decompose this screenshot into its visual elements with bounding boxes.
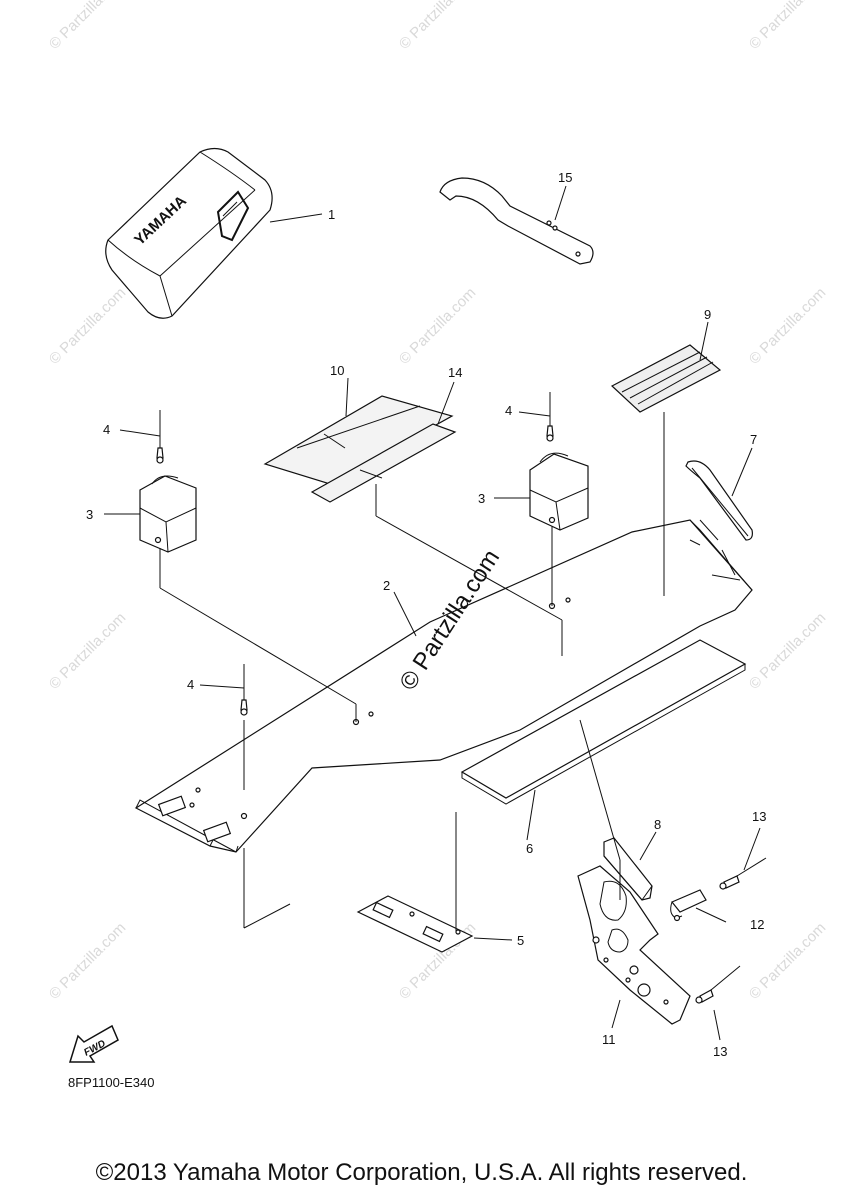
diagram-code: 8FP1100-E340 — [68, 1075, 155, 1090]
callout-2: 2 — [383, 578, 390, 593]
watermark: © Partzilla.com — [746, 284, 829, 367]
callout-12: 12 — [750, 917, 764, 932]
callout-7: 7 — [750, 432, 757, 447]
part-10-sticker — [263, 395, 454, 485]
part-4-rivet-b — [546, 392, 554, 442]
callout-3b: 3 — [478, 491, 485, 506]
watermark: © Partzilla.com — [46, 919, 129, 1002]
callout-14: 14 — [448, 365, 462, 380]
part-5-plate — [356, 895, 474, 953]
watermark: © Partzilla.com — [46, 609, 129, 692]
watermark: © Partzilla.com — [746, 0, 829, 53]
watermark: © Partzilla.com — [46, 0, 129, 53]
part-11-plate — [577, 865, 691, 1025]
callouts: 1 15 10 14 9 7 4 4 3 3 2 4 6 8 13 12 5 1… — [86, 170, 766, 1059]
watermark: © Partzilla.com — [396, 284, 479, 367]
callout-11: 11 — [602, 1032, 616, 1047]
part-7-rod — [685, 460, 753, 541]
part-2-tray — [134, 519, 753, 853]
fwd-arrow-icon: FWD — [68, 1024, 119, 1063]
watermark: © Partzilla.com — [746, 609, 829, 692]
callout-10: 10 — [330, 363, 344, 378]
part-4-rivet-a — [156, 410, 164, 464]
callout-1: 1 — [328, 207, 335, 222]
part-13-rivet-b — [695, 965, 741, 1004]
part-3-bracket-left — [139, 475, 197, 553]
watermark: © Partzilla.com — [396, 0, 479, 53]
callout-13a: 13 — [752, 809, 766, 824]
callout-5: 5 — [517, 933, 524, 948]
callout-4b: 4 — [505, 403, 512, 418]
callout-6: 6 — [526, 841, 533, 856]
part-6-strip — [460, 639, 747, 805]
part-13-rivet-a — [719, 857, 767, 890]
part-4-rivet-c — [240, 664, 248, 716]
callout-15: 15 — [558, 170, 572, 185]
copyright-notice: ©2013 Yamaha Motor Corporation, U.S.A. A… — [95, 1159, 748, 1186]
callout-13b: 13 — [713, 1044, 727, 1059]
callout-3a: 3 — [86, 507, 93, 522]
callout-4a: 4 — [103, 422, 110, 437]
assembly-lines — [104, 185, 761, 1041]
part-9-pad — [610, 344, 722, 413]
part-14-sticker — [310, 423, 457, 503]
watermark: © Partzilla.com — [46, 284, 129, 367]
callout-4c: 4 — [187, 677, 194, 692]
part-3-bracket-right — [529, 452, 589, 531]
callout-9: 9 — [704, 307, 711, 322]
part-15-spanner-wrench — [439, 177, 594, 265]
part-12-clip — [670, 889, 707, 922]
callout-8: 8 — [654, 817, 661, 832]
part-1-tool-bag: YAMAHA — [105, 147, 273, 319]
